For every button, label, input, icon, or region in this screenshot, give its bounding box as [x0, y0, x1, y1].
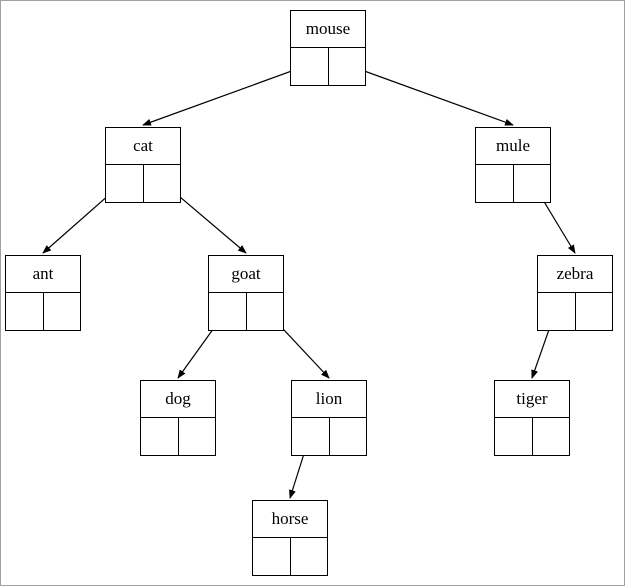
- right-pointer-cell: [576, 293, 613, 330]
- tree-node-ant: ant: [5, 255, 81, 331]
- left-pointer-cell: [538, 293, 576, 330]
- right-pointer-cell: [514, 165, 551, 202]
- right-pointer-cell: [330, 418, 367, 455]
- tree-node-dog: dog: [140, 380, 216, 456]
- right-pointer-cell: [533, 418, 570, 455]
- left-pointer-cell: [253, 538, 291, 575]
- tree-node-zebra: zebra: [537, 255, 613, 331]
- right-pointer-cell: [329, 48, 366, 85]
- pointer-cells: [495, 418, 569, 455]
- pointer-cells: [6, 293, 80, 330]
- node-label: dog: [141, 381, 215, 418]
- left-pointer-cell: [106, 165, 144, 202]
- edge-mouse-mule: [346, 64, 514, 126]
- right-pointer-cell: [247, 293, 284, 330]
- left-pointer-cell: [292, 418, 330, 455]
- pointer-cells: [476, 165, 550, 202]
- node-label: lion: [292, 381, 366, 418]
- right-pointer-cell: [144, 165, 181, 202]
- left-pointer-cell: [495, 418, 533, 455]
- tree-node-goat: goat: [208, 255, 284, 331]
- node-label: mule: [476, 128, 550, 165]
- pointer-cells: [141, 418, 215, 455]
- left-pointer-cell: [141, 418, 179, 455]
- node-label: horse: [253, 501, 327, 538]
- right-pointer-cell: [291, 538, 328, 575]
- node-label: tiger: [495, 381, 569, 418]
- left-pointer-cell: [6, 293, 44, 330]
- tree-node-mouse: mouse: [290, 10, 366, 86]
- pointer-cells: [291, 48, 365, 85]
- node-label: ant: [6, 256, 80, 293]
- pointer-cells: [538, 293, 612, 330]
- edge-mouse-cat: [142, 64, 310, 126]
- tree-node-mule: mule: [475, 127, 551, 203]
- node-label: goat: [209, 256, 283, 293]
- tree-node-lion: lion: [291, 380, 367, 456]
- pointer-cells: [106, 165, 180, 202]
- left-pointer-cell: [209, 293, 247, 330]
- node-label: cat: [106, 128, 180, 165]
- tree-node-tiger: tiger: [494, 380, 570, 456]
- node-label: mouse: [291, 11, 365, 48]
- node-label: zebra: [538, 256, 612, 293]
- pointer-cells: [209, 293, 283, 330]
- left-pointer-cell: [291, 48, 329, 85]
- tree-node-horse: horse: [252, 500, 328, 576]
- right-pointer-cell: [44, 293, 81, 330]
- pointer-cells: [292, 418, 366, 455]
- left-pointer-cell: [476, 165, 514, 202]
- tree-node-cat: cat: [105, 127, 181, 203]
- pointer-cells: [253, 538, 327, 575]
- right-pointer-cell: [179, 418, 216, 455]
